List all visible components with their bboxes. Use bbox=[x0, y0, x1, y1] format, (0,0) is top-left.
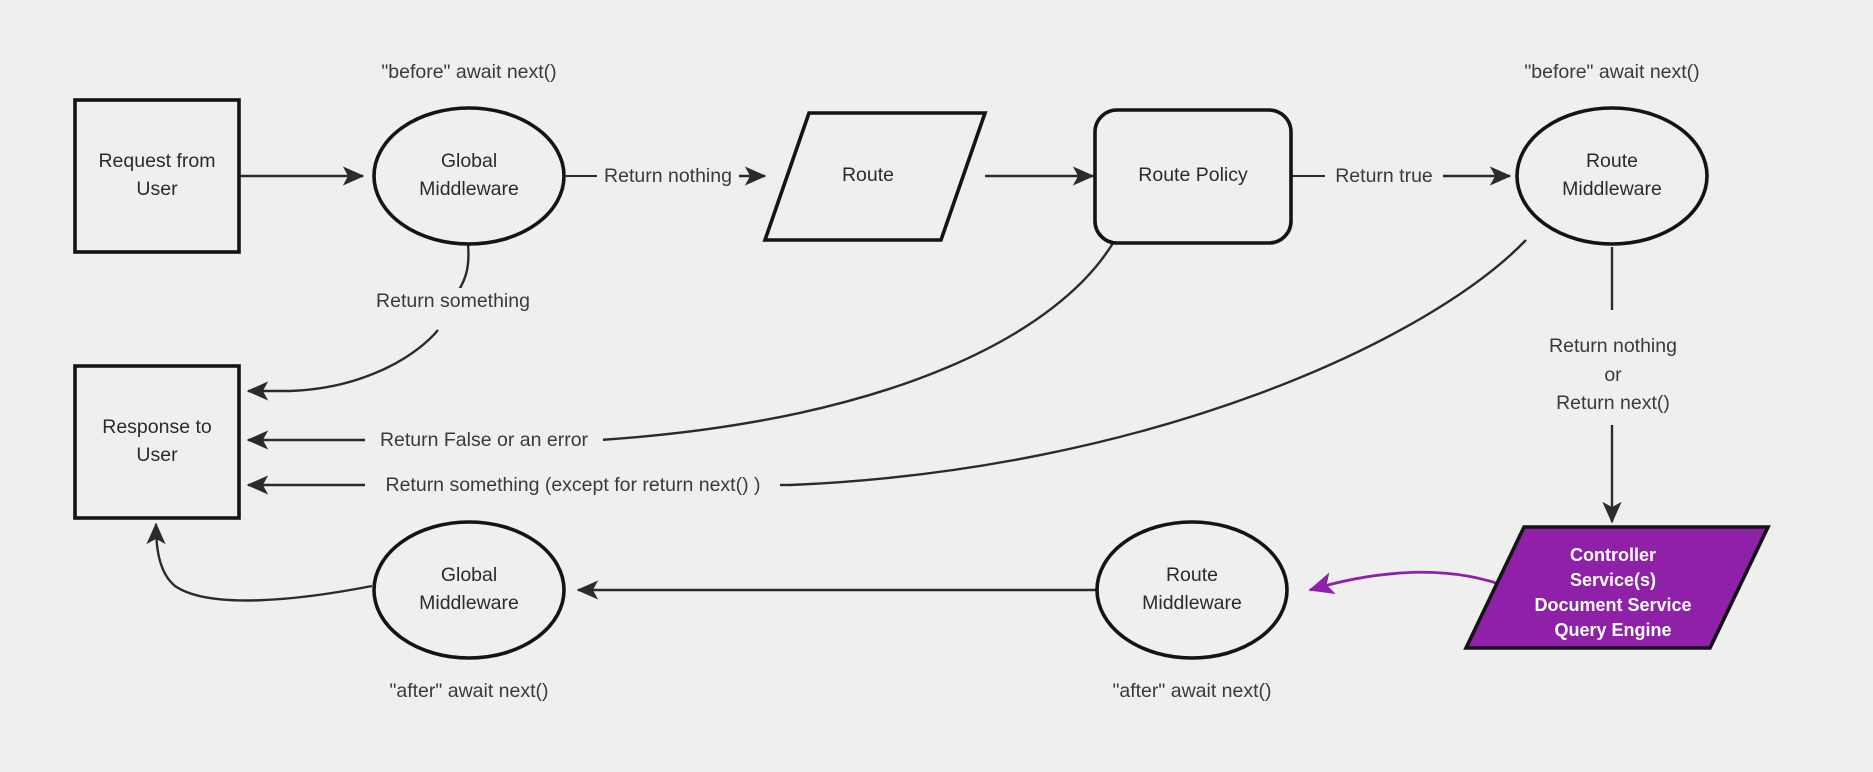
global-middleware-bottom-label-line1: Global bbox=[441, 564, 497, 586]
route-shape bbox=[762, 111, 988, 242]
edge-global-middleware-bottom-to-response bbox=[146, 522, 373, 602]
node-global-middleware-top[interactable]: Global Middleware bbox=[372, 106, 566, 246]
controller-services-shape bbox=[1463, 525, 1771, 650]
edge-policy-fail-curve bbox=[599, 242, 1115, 442]
request-from-user-label-line1: Request from bbox=[98, 150, 215, 172]
controller-services-label-line4: Query Engine bbox=[1554, 620, 1671, 640]
edge-return-something-to-response bbox=[246, 329, 439, 401]
route-middleware-bottom-shape bbox=[1095, 520, 1289, 660]
request-from-user-shape bbox=[73, 98, 241, 254]
return-true-label: Return true bbox=[1335, 165, 1433, 187]
node-global-middleware-bottom[interactable]: Global Middleware bbox=[372, 520, 566, 660]
controller-services-label-line1: Controller bbox=[1570, 545, 1656, 565]
global-middleware-bottom-shape bbox=[372, 520, 566, 660]
return-false-or-error-label: Return False or an error bbox=[380, 429, 589, 451]
response-to-user-label-line2: User bbox=[136, 444, 178, 466]
route-label: Route bbox=[842, 164, 894, 186]
return-something-except-label: Return something (except for return next… bbox=[386, 474, 761, 496]
edge-label-return-nothing-or-next: Return nothing or Return next() bbox=[1520, 312, 1706, 416]
annotation-before-global-middleware: "before" await next() bbox=[381, 61, 556, 83]
controller-services-label-line2: Service(s) bbox=[1570, 570, 1656, 590]
node-route-middleware-top[interactable]: Route Middleware bbox=[1515, 106, 1709, 246]
return-nothing-or-next-label-line3: Return next() bbox=[1556, 392, 1670, 414]
global-middleware-top-label-line2: Middleware bbox=[419, 178, 519, 200]
route-policy-shape bbox=[1093, 108, 1293, 245]
route-policy-label: Route Policy bbox=[1138, 164, 1248, 186]
response-to-user-label-line1: Response to bbox=[102, 416, 212, 438]
edge-label-return-nothing: Return nothing bbox=[597, 163, 739, 189]
global-middleware-top-label-line1: Global bbox=[441, 150, 497, 172]
edge-controller-to-route-middleware-bottom bbox=[1308, 570, 1511, 594]
edge-label-return-something-except: Return something (except for return next… bbox=[365, 472, 780, 498]
edge-label-return-something: Return something bbox=[363, 288, 543, 314]
return-something-label: Return something bbox=[376, 290, 530, 312]
node-request-from-user[interactable]: Request from User bbox=[73, 98, 241, 254]
annotation-before-route-middleware: "before" await next() bbox=[1524, 61, 1699, 83]
node-controller-services[interactable]: Controller Service(s) Document Service Q… bbox=[1463, 525, 1771, 650]
route-middleware-top-label-line2: Middleware bbox=[1562, 178, 1662, 200]
return-nothing-or-next-label-line2: or bbox=[1604, 364, 1622, 386]
node-route[interactable]: Route bbox=[762, 111, 988, 242]
node-response-to-user[interactable]: Response to User bbox=[73, 364, 241, 520]
return-nothing-or-next-label-line1: Return nothing bbox=[1549, 335, 1677, 357]
edge-label-return-false-or-error: Return False or an error bbox=[365, 427, 603, 453]
node-route-middleware-bottom[interactable]: Route Middleware bbox=[1095, 520, 1289, 660]
return-nothing-label: Return nothing bbox=[604, 165, 732, 187]
request-from-user-label-line2: User bbox=[136, 178, 178, 200]
response-to-user-shape bbox=[73, 364, 241, 520]
annotation-after-route-middleware: "after" await next() bbox=[1112, 680, 1271, 702]
edge-label-return-true: Return true bbox=[1325, 163, 1443, 189]
edge-route-middleware-return-curve bbox=[789, 239, 1527, 487]
node-route-policy[interactable]: Route Policy bbox=[1093, 108, 1293, 245]
route-middleware-bottom-label-line2: Middleware bbox=[1142, 592, 1242, 614]
global-middleware-top-shape bbox=[372, 106, 566, 246]
route-middleware-top-shape bbox=[1515, 106, 1709, 246]
route-middleware-top-label-line1: Route bbox=[1586, 150, 1638, 172]
global-middleware-bottom-label-line2: Middleware bbox=[419, 592, 519, 614]
annotation-after-global-middleware: "after" await next() bbox=[389, 680, 548, 702]
controller-services-label-line3: Document Service bbox=[1534, 595, 1691, 615]
route-middleware-bottom-label-line1: Route bbox=[1166, 564, 1218, 586]
